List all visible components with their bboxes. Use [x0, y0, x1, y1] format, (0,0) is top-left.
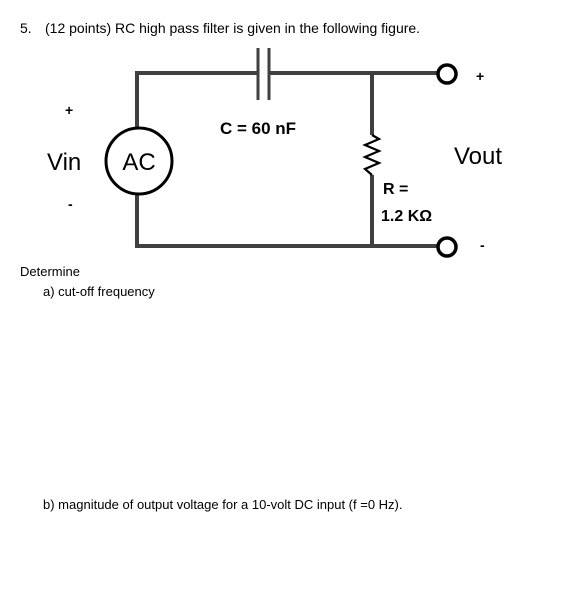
- question-number: 5.: [20, 20, 32, 36]
- output-terminal-negative: [436, 236, 458, 258]
- vin-label: Vin: [47, 149, 81, 176]
- resistor-symbol: [362, 134, 382, 176]
- vout-label: Vout: [454, 143, 502, 170]
- part-b-text: b) magnitude of output voltage for a 10-…: [43, 497, 403, 512]
- resistor-label-value: 1.2 KΩ: [381, 208, 432, 225]
- output-terminal-positive: [436, 63, 458, 85]
- output-minus-sign: -: [480, 237, 485, 253]
- source-plus-sign: +: [65, 102, 73, 118]
- source-minus-sign: -: [68, 196, 73, 212]
- question-text: (12 points) RC high pass filter is given…: [45, 20, 421, 36]
- determine-heading: Determine: [20, 264, 80, 279]
- part-a-text: a) cut-off frequency: [43, 284, 155, 299]
- ac-source-symbol: [104, 126, 174, 196]
- capacitor-label: C = 60 nF: [220, 119, 296, 138]
- resistor-label-r: R =: [383, 181, 408, 198]
- ac-label: AC: [122, 149, 155, 176]
- output-plus-sign: +: [476, 68, 484, 84]
- capacitor-symbol: [256, 48, 271, 100]
